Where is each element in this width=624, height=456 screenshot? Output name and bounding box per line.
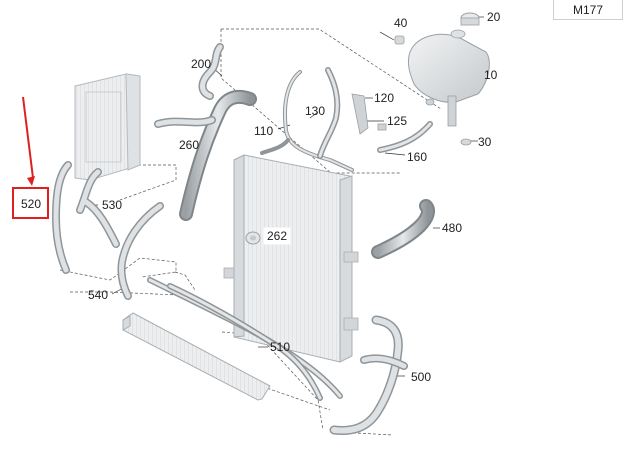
callout-125: 125 (387, 114, 407, 128)
callout-510: 510 (270, 340, 290, 354)
charge-air-cooler (74, 73, 141, 181)
callout-labels: 10 20 30 40 110 120 125 130 160 200 260 … (88, 10, 501, 384)
assembly-outline-lines (59, 28, 442, 436)
expansion-tank-cap (460, 12, 480, 26)
hose-500 (329, 315, 408, 435)
callout-260: 260 (179, 138, 199, 152)
callout-500: 500 (411, 370, 431, 384)
callout-120: 120 (374, 91, 394, 105)
callout-200: 200 (191, 57, 211, 71)
part-40-plug (394, 35, 405, 45)
callout-262: 262 (267, 229, 287, 243)
callout-10: 10 (484, 68, 498, 82)
hose-540 (117, 202, 164, 300)
hose-260 (154, 89, 257, 221)
callout-40: 40 (394, 16, 408, 30)
hoses (52, 43, 435, 435)
callout-110: 110 (254, 124, 273, 138)
part-262-seal (245, 231, 261, 245)
callout-20: 20 (487, 10, 501, 24)
callout-160: 160 (407, 150, 427, 164)
radiator (223, 154, 359, 363)
expansion-tank (407, 29, 490, 127)
callout-530: 530 (102, 198, 122, 212)
callout-130: 130 (305, 104, 325, 118)
model-code-badge: M177 (553, 0, 623, 20)
callout-480: 480 (442, 221, 462, 235)
hose-200 (198, 43, 224, 100)
callout-520: 520 (21, 197, 41, 211)
pipe-510 (147, 277, 343, 401)
line-130 (317, 67, 341, 159)
callout-520-highlight[interactable]: 520 (12, 187, 49, 219)
callout-30: 30 (478, 135, 492, 149)
hose-480 (371, 199, 435, 259)
clip-125 (377, 123, 387, 131)
hose-530 (76, 168, 120, 248)
hose-520 (52, 161, 72, 274)
callout-540: 540 (88, 288, 108, 302)
callout-262-box: 262 (263, 227, 291, 245)
low-temperature-cooler (122, 312, 271, 401)
part-30-grommet (460, 138, 472, 146)
line-110 (260, 70, 354, 172)
line-160 (377, 121, 433, 153)
highlight-arrow-520 (22, 96, 35, 186)
bracket-120 (351, 93, 369, 135)
